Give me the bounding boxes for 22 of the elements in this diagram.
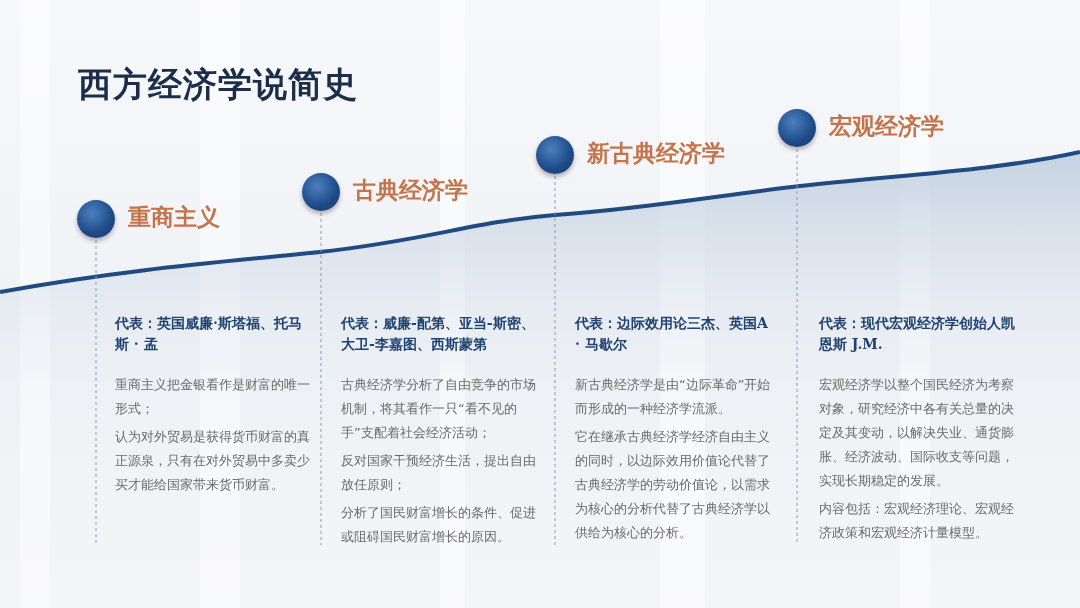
- slide-title: 西方经济学说简史: [78, 63, 358, 106]
- timeline-dot: [77, 200, 115, 238]
- stage-title: 重商主义: [128, 202, 220, 232]
- description-text: 新古典经济学是由“边际革命”开始而形成的一种经济学流派。: [575, 376, 772, 418]
- description-text: 宏观经济学以整个国民经济为考察对象，研究经济中各有关总量的决定及其变动，以解决失业、通货膨胀、经济波动、国际收支等问题，实现长期稳定的发展。: [819, 376, 1015, 490]
- timeline-dot: [778, 109, 816, 147]
- representatives-text: 代表：威廉-配第、亚当-斯密、大卫-李嘉图、西斯蒙第: [341, 314, 536, 354]
- timeline-dot: [536, 136, 574, 174]
- description-text: 分析了国民财富增长的条件、促进或阻碍国民财富增长的原因。: [341, 504, 537, 546]
- timeline-dot: [302, 173, 340, 211]
- stage-title: 古典经济学: [353, 175, 468, 205]
- description-text: 反对国家干预经济生活，提出自由放任原则；: [341, 452, 537, 494]
- representatives-text: 代表：英国威廉·斯塔福、托马斯 · 孟: [115, 314, 303, 354]
- representatives-text: 代表：边际效用论三杰、英国A · 马歇尔: [575, 314, 769, 354]
- representatives-text: 代表：现代宏观经济学创始人凯恩斯 J.M.: [819, 314, 1016, 354]
- description-text: 古典经济学分析了自由竞争的市场机制，将其看作一只“看不见的手”支配着社会经济活动；: [341, 376, 537, 442]
- stage-title: 宏观经济学: [829, 111, 944, 141]
- description-text: 它在继承古典经济学经济自由主义的同时，以边际效用价值论代替了古典经济学的劳动价值论，以需求为核心的分析代替了古典经济学以供给为核心的分析。: [575, 428, 771, 542]
- description-text: 内容包括：宏观经济理论、宏观经济政策和宏观经济计量模型。: [819, 500, 1015, 542]
- stage-title: 新古典经济学: [587, 138, 725, 168]
- description-text: 重商主义把金银看作是财富的唯一形式；: [115, 376, 311, 418]
- description-text: 认为对外贸易是获得货币财富的真正源泉，只有在对外贸易中多卖少买才能给国家带来货币财富。: [115, 428, 311, 494]
